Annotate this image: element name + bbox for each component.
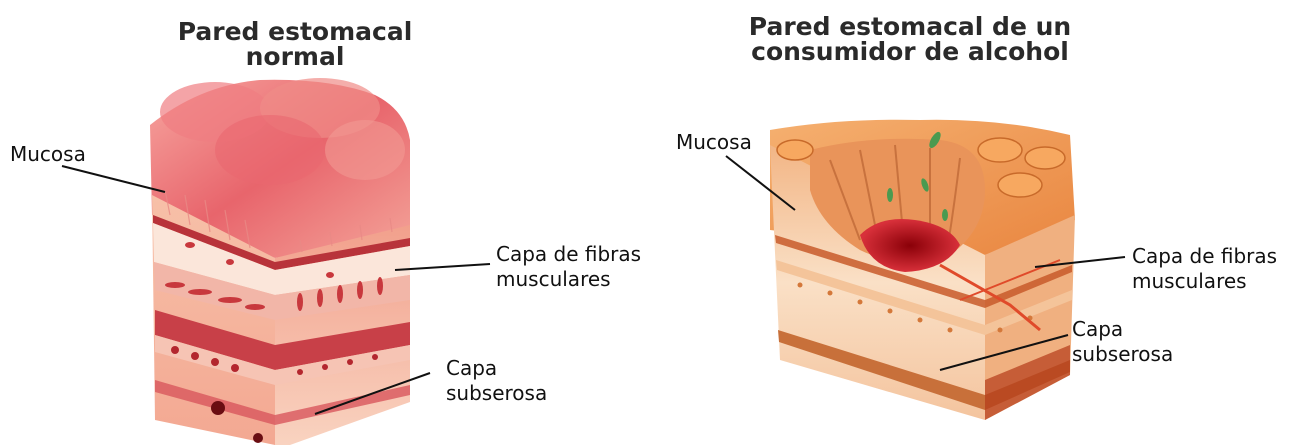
label-muscle-alcohol: Capa de fibras musculares — [1132, 244, 1277, 294]
label-subserosa-normal-line2: subserosa — [446, 381, 547, 406]
label-subserosa-alcohol: Capa subserosa — [1072, 317, 1173, 367]
alcohol-wall-block — [770, 120, 1075, 420]
label-mucosa-alcohol: Mucosa — [676, 130, 752, 155]
label-subserosa-normal: Capa subserosa — [446, 356, 547, 406]
label-subserosa-alcohol-line2: subserosa — [1072, 342, 1173, 367]
label-subserosa-alcohol-line1: Capa — [1072, 317, 1173, 342]
label-muscle-normal-line1: Capa de fibras — [496, 242, 641, 267]
normal-wall-block — [150, 78, 410, 445]
label-muscle-alcohol-line1: Capa de fibras — [1132, 244, 1277, 269]
label-subserosa-normal-line1: Capa — [446, 356, 547, 381]
leader-mucosa-left — [62, 166, 165, 192]
label-muscle-normal: Capa de fibras musculares — [496, 242, 641, 292]
label-muscle-normal-line2: musculares — [496, 267, 641, 292]
label-mucosa-normal: Mucosa — [10, 142, 86, 167]
label-muscle-alcohol-line2: musculares — [1132, 269, 1277, 294]
